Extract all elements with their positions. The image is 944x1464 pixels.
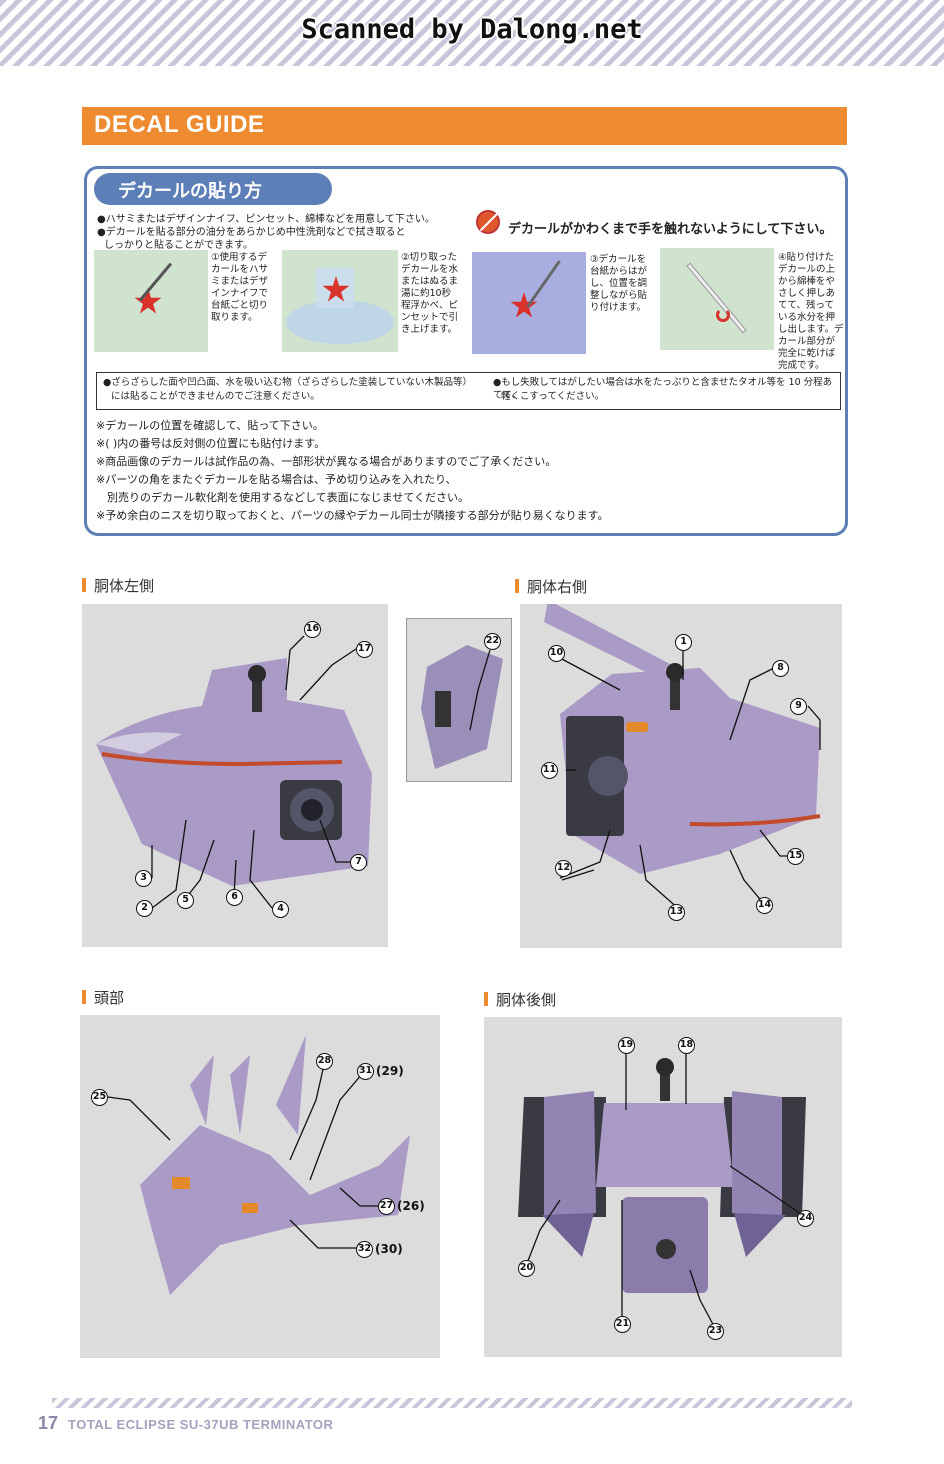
- section-heading-left-side: 胴体左側: [81, 577, 155, 595]
- decal-callout-4: 4: [272, 901, 289, 918]
- footer-stripe-band: [52, 1398, 852, 1408]
- no-touch-warning: デカールがかわくまで手を触れないようにして下さい。: [508, 222, 833, 237]
- page-header: DECAL GUIDE: [82, 107, 847, 145]
- page-title: DECAL GUIDE: [94, 111, 265, 138]
- no-touch-icon: [476, 210, 500, 234]
- prep-note-1: ●ハサミまたはデザインナイフ、ピンセット、綿棒などを用意して下さい。: [97, 214, 435, 225]
- photo-torso-left: [82, 604, 388, 947]
- paren-30: (30): [375, 1242, 403, 1256]
- footnote-5: 別売りのデカール軟化剤を使用するなどして表面になじませてください。: [96, 491, 470, 504]
- decal-callout-32: 32: [356, 1241, 373, 1258]
- footnote-6: ※予め余白のニスを切り取っておくと、パーツの縁やデカール同士が隣接する部分が貼り…: [96, 509, 609, 522]
- paren-26: (26): [397, 1199, 425, 1213]
- decal-callout-18: 18: [678, 1037, 695, 1054]
- caution-left-2: には貼ることができませんのでご注意ください。: [111, 391, 320, 402]
- decal-callout-25: 25: [91, 1089, 108, 1106]
- decal-callout-15: 15: [787, 848, 804, 865]
- decal-callout-24: 24: [797, 1210, 814, 1227]
- step-2-illustration: [282, 250, 398, 352]
- torso-right-part-image: [544, 604, 821, 874]
- decal-callout-9: 9: [790, 698, 807, 715]
- rotate-arrow-icon: [716, 308, 730, 322]
- head-part-image: [140, 1035, 410, 1295]
- top-stripe-band: [0, 0, 944, 66]
- decal-callout-23: 23: [707, 1323, 724, 1340]
- decal-callout-16: 16: [304, 621, 321, 638]
- decal-callout-20: 20: [518, 1260, 535, 1277]
- product-name: TOTAL ECLIPSE SU-37UB TERMINATOR: [68, 1417, 334, 1432]
- step-4-text: ④貼り付けたデカールの上から綿棒をやさしく押しあてて、残っている水分を押し出しま…: [778, 252, 844, 371]
- section-heading-head: 頭部: [81, 989, 125, 1007]
- decal-callout-17: 17: [356, 641, 373, 658]
- decal-callout-19: 19: [618, 1037, 635, 1054]
- decal-callout-13: 13: [668, 904, 685, 921]
- decal-callout-6: 6: [226, 889, 243, 906]
- decal-callout-7: 7: [350, 854, 367, 871]
- decal-callout-10: 10: [548, 645, 565, 662]
- footnote-3: ※商品画像のデカールは試作品の為、一部形状が異なる場合がありますのでご了承くださ…: [96, 455, 557, 468]
- back-part-image: [518, 1058, 806, 1293]
- footnote-2: ※( )内の番号は反対側の位置にも貼付けます。: [96, 437, 326, 450]
- section-heading-right-side: 胴体右側: [514, 578, 588, 596]
- decal-callout-3: 3: [135, 870, 152, 887]
- caution-tips-box: ●ざらざらした面や凹凸面、水を吸い込む物（ざらざらした塗装していない木製品等） …: [96, 372, 841, 410]
- decal-callout-31: 31: [357, 1063, 374, 1080]
- page-number: 17: [38, 1413, 59, 1433]
- decal-callout-2: 2: [136, 900, 153, 917]
- decal-callout-12: 12: [555, 860, 572, 877]
- decal-callout-5: 5: [177, 892, 194, 909]
- step-2-text: ②切り取ったデカールを水またはぬるま湯に約10秒程浮かべ、ピンセットで引き上げま…: [401, 252, 459, 335]
- decal-callout-8: 8: [772, 660, 789, 677]
- photo-torso-right: [520, 604, 842, 948]
- caution-right-1: ●もし失敗してはがしたい場合は水をたっぷりと含ませたタオル等を 10 分程あてて…: [493, 377, 833, 401]
- photo-head: [80, 1015, 440, 1358]
- section-heading-back: 胴体後側: [483, 991, 557, 1009]
- decal-callout-27: 27: [378, 1198, 395, 1215]
- footnote-4: ※パーツの角をまたぐデカールを貼る場合は、予め切り込みを入れたり、: [96, 473, 457, 486]
- step-1-text: ①使用するデカールをハサミまたはデザインナイフで台紙ごと切り取ります。: [211, 252, 269, 323]
- decal-callout-14: 14: [756, 897, 773, 914]
- decal-callout-21: 21: [614, 1316, 631, 1333]
- decal-callout-1: 1: [675, 634, 692, 651]
- scan-watermark: Scanned by Dalong.net: [301, 14, 643, 45]
- photo-back: [484, 1017, 842, 1357]
- paren-29: (29): [376, 1064, 404, 1078]
- step-3-text: ③デカールを台紙からはがし、位置を調整しながら貼り付けます。: [590, 254, 648, 313]
- decal-howto-title-pill: デカールの貼り方: [94, 173, 332, 205]
- decal-callout-22: 22: [484, 633, 501, 650]
- prep-note-3: しっかりと貼ることができます。: [104, 240, 253, 251]
- step-3-illustration: [472, 252, 586, 354]
- footnote-1: ※デカールの位置を確認して、貼って下さい。: [96, 419, 324, 432]
- step-4-illustration: [660, 248, 774, 350]
- torso-left-part-image: [96, 658, 372, 886]
- caution-left-1: ●ざらざらした面や凹凸面、水を吸い込む物（ざらざらした塗装していない木製品等）: [103, 377, 473, 388]
- caution-right-2: 軽くこすってください。: [501, 391, 605, 402]
- decal-howto-box: [84, 166, 848, 536]
- decal-callout-11: 11: [541, 762, 558, 779]
- decal-howto-title: デカールの貼り方: [118, 181, 262, 202]
- prep-note-2: ●デカールを貼る部分の油分をあらかじめ中性洗剤などで拭き取ると: [97, 227, 406, 238]
- decal-callout-28: 28: [316, 1053, 333, 1070]
- step-1-illustration: [94, 250, 208, 352]
